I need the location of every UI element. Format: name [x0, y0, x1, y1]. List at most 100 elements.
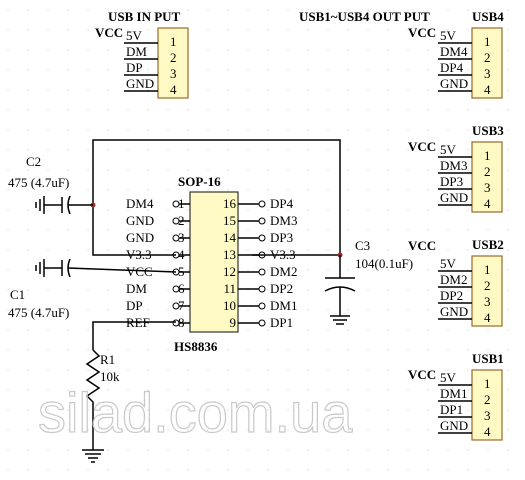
connector-usb1-vcc-label: VCC [408, 367, 436, 382]
connector-usb1-pin-number: 4 [484, 424, 491, 439]
chip-right-pin-dot [258, 285, 266, 293]
chip-left-pin-label: VCC [126, 264, 153, 279]
connector-usb1-body [471, 369, 503, 441]
chip-left-pin-dot [172, 302, 180, 310]
connector-usb2-pin-number: 2 [484, 278, 491, 293]
chip-right-pin-dot [258, 268, 266, 276]
connector-usb2-pin-label: DP2 [440, 288, 463, 303]
pin4-wire [92, 205, 176, 256]
c1-ground-icon [35, 259, 45, 277]
c2-value: 475 (4.7uF) [8, 175, 69, 190]
chip-left-pin-number: 5 [178, 264, 185, 279]
connector-usb1-pin-number: 1 [484, 376, 491, 391]
chip-right-pin-dot [258, 217, 266, 225]
r1-name: R1 [100, 352, 115, 367]
usb-input-title: USB IN PUT [108, 9, 181, 24]
chip-right-pin-dot [258, 234, 266, 242]
chip-left-pin-number: 2 [178, 213, 185, 228]
c3-name: C3 [355, 238, 370, 253]
c1-value: 475 (4.7uF) [8, 305, 69, 320]
connector-in-pin-label: DM [126, 44, 147, 59]
connector-usb4-title: USB4 [472, 9, 504, 24]
connector-in-pin-number: 3 [170, 66, 177, 81]
ref-wire [92, 321, 176, 350]
chip-right-pin-number: 9 [230, 315, 237, 330]
connector-usb1-pin-number: 3 [484, 408, 491, 423]
chip-right-pin-number: 11 [223, 281, 236, 296]
chip-right-pin-dot [258, 200, 266, 208]
c3-ground-icon [330, 315, 350, 325]
c3-value: 104(0.1uF) [355, 256, 413, 271]
chip-left-pin-number: 7 [178, 298, 185, 313]
connector-usb3-pin-label: DM3 [440, 158, 467, 173]
chip-right-pin-label: DM3 [270, 213, 297, 228]
chip-right-pin-dot [258, 302, 266, 310]
chip-left-pin-number: 1 [178, 196, 185, 211]
connector-usb4-pin-number: 2 [484, 50, 491, 65]
connector-usb4-vcc-label: VCC [408, 25, 436, 40]
connector-usb4-pin-number: 3 [484, 66, 491, 81]
connector-usb2-pin-number: 4 [484, 310, 491, 325]
connector-usb1-title: USB1 [472, 351, 504, 366]
connector-usb4-pin-number: 4 [484, 82, 491, 97]
connector-usb1-pin-label: DM1 [440, 386, 467, 401]
connector-usb2-vcc-label: VCC [408, 238, 436, 253]
chip-left-pin-dot [172, 217, 180, 225]
c1-name: C1 [10, 287, 25, 302]
chip-right-pin-label: DM2 [270, 264, 297, 279]
connector-usb1-pin-label: DP1 [440, 402, 463, 417]
chip-right-pin-label: DM1 [270, 298, 297, 313]
chip-left-pin-label: GND [126, 230, 154, 245]
chip-left-pin-dot [172, 234, 180, 242]
chip-left-pin-number: 8 [178, 315, 185, 330]
connector-usb2-pin-label: 5V [440, 256, 457, 271]
chip-left-pin-label: DP [126, 298, 143, 313]
connector-usb1-pin-label: 5V [440, 370, 457, 385]
connector-usb2-body [471, 255, 503, 327]
connector-usb3-pin-label: GND [440, 190, 468, 205]
connector-in-pin-label: GND [126, 76, 154, 91]
chip-right-pin-label: DP1 [270, 315, 293, 330]
chip-right-pin-number: 15 [223, 213, 236, 228]
c2-ground-icon [35, 196, 45, 214]
c2-name: C2 [26, 154, 41, 169]
chip-left-pin-dot [172, 285, 180, 293]
chip-right-pin-number: 13 [223, 247, 236, 262]
connector-usb2-pin-label: GND [440, 304, 468, 319]
connector-in-body [157, 27, 189, 99]
connector-usb3-pin-number: 2 [484, 164, 491, 179]
hs8836-chip-body [189, 191, 239, 333]
connector-usb4-pin-label: DP4 [440, 60, 464, 75]
chip-right-pin-dot [258, 319, 266, 327]
connector-usb3-pin-label: DP3 [440, 174, 463, 189]
connector-usb4-pin-label: DM4 [440, 44, 468, 59]
connector-usb3-body [471, 141, 503, 213]
connector-usb3-title: USB3 [472, 123, 504, 138]
connector-usb3-pin-number: 4 [484, 196, 491, 211]
chip-left-pin-label: GND [126, 213, 154, 228]
connector-usb4-pin-label: 5V [440, 28, 457, 43]
usb-output-title: USB1~USB4 OUT PUT [299, 9, 430, 24]
chip-right-pin-label: DP4 [270, 196, 294, 211]
c1-to-pin5-wire [67, 267, 177, 273]
r1-value: 10k [100, 369, 120, 384]
chip-right-pin-label: DP2 [270, 281, 293, 296]
connector-usb4-pin-label: GND [440, 76, 468, 91]
connector-in-pin-label: 5V [126, 28, 143, 43]
chip-right-pin-number: 12 [223, 264, 236, 279]
chip-right-pin-number: 16 [223, 196, 237, 211]
chip-left-pin-number: 3 [178, 230, 185, 245]
chip-left-pin-number: 4 [178, 247, 185, 262]
connector-usb1-pin-number: 2 [484, 392, 491, 407]
connector-usb2-title: USB2 [472, 237, 504, 252]
chip-right-pin-number: 10 [223, 298, 236, 313]
connector-usb3-pin-number: 1 [484, 148, 491, 163]
